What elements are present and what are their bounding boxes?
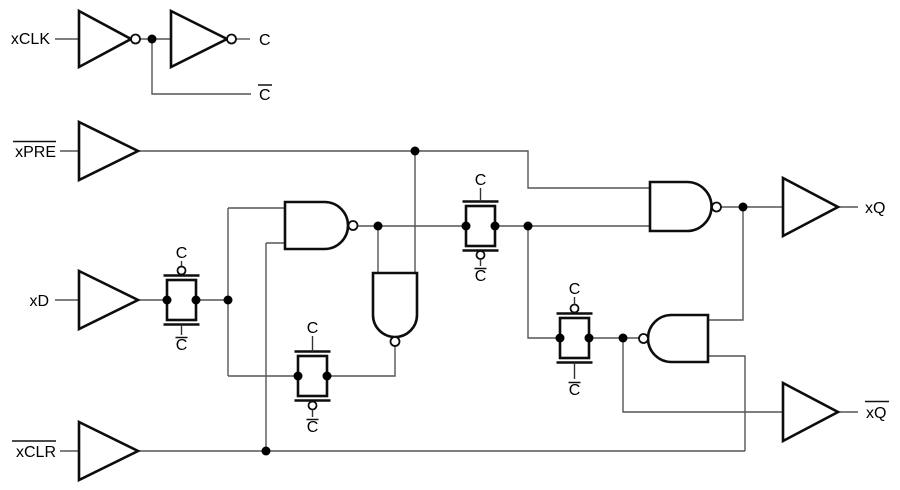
wires (55, 38, 858, 452)
junction-dot (293, 371, 303, 381)
nand1-bubble (347, 220, 359, 231)
junction-dot (147, 34, 157, 44)
nand1-master (283, 200, 350, 251)
buffer-xq (781, 175, 841, 239)
tg-input-top-label: C (176, 245, 188, 262)
wire-cbar-out (151, 39, 251, 95)
junction-dots (147, 34, 748, 456)
junction-dot (191, 295, 201, 305)
inverter-2-bubble (226, 33, 237, 45)
wire-nand4-bot-to-clr (708, 355, 746, 451)
wire-xq-to-nand4-top (708, 207, 744, 321)
tg-master-feedback: C C (294, 320, 331, 436)
junction-dot (410, 146, 420, 156)
label-xclk: xCLK (11, 31, 50, 48)
junction-dot (555, 333, 565, 343)
gates (77, 8, 841, 483)
wire-xpre-net (138, 150, 650, 189)
nand4-slave (646, 313, 710, 364)
label-cbar: C (259, 87, 271, 104)
nand3-slave (648, 180, 713, 233)
nand2-bubble (389, 336, 401, 347)
tg-slave-feedback-bottom-label: C (569, 382, 581, 399)
tg-slave-input: C C (462, 172, 499, 285)
junction-dot (490, 221, 500, 231)
tg-master-feedback-top-label: C (307, 320, 319, 337)
junction-dot (461, 221, 471, 231)
port-labels: xCLK C C xPRE xD xCLR xQ xQ (11, 31, 889, 461)
buffer-xqbar (781, 380, 841, 444)
buffer-xpre (77, 119, 141, 183)
junction-dot (618, 333, 628, 343)
junction-dot (322, 371, 332, 381)
label-xqbar: xQ (866, 405, 886, 422)
label-xclr: xCLR (16, 444, 56, 461)
tg-slave-input-pmos-bubble (475, 250, 486, 260)
tg-master-feedback-bottom-label: C (307, 419, 319, 436)
wire-slave-node-to-tg4 (527, 226, 560, 339)
inverter-1 (77, 8, 134, 70)
tg-slave-input-bottom-label: C (475, 268, 487, 285)
nand2-master (371, 271, 419, 339)
nand4-bubble (638, 333, 649, 344)
tg-slave-input-top-label: C (475, 172, 487, 189)
buffer-xd (77, 268, 141, 332)
junction-dot (162, 295, 172, 305)
label-xq: xQ (865, 200, 885, 217)
junction-dot (261, 446, 271, 456)
label-xpre: xPRE (15, 144, 56, 161)
tg-input-pmos-bubble (176, 265, 187, 276)
junction-dot (523, 221, 533, 231)
tg-master-feedback-pmos-bubble (307, 400, 318, 411)
inverter-1-bubble (130, 33, 141, 45)
tg-input-bottom-label: C (176, 337, 188, 354)
nand3-bubble (711, 201, 722, 213)
tg-slave-feedback-pmos-bubble (569, 303, 580, 314)
buffer-xclr (77, 419, 141, 483)
tg-slave-feedback-top-label: C (569, 281, 581, 298)
junction-dot (373, 221, 383, 231)
inverter-2 (169, 8, 230, 70)
wire-nand2-out (327, 346, 396, 377)
label-c: C (259, 32, 271, 49)
junction-dot (584, 333, 594, 343)
label-xd: xD (29, 293, 49, 310)
junction-dot (223, 295, 233, 305)
junction-dot (738, 202, 748, 212)
wire-nand4-to-bufqb (622, 338, 783, 413)
